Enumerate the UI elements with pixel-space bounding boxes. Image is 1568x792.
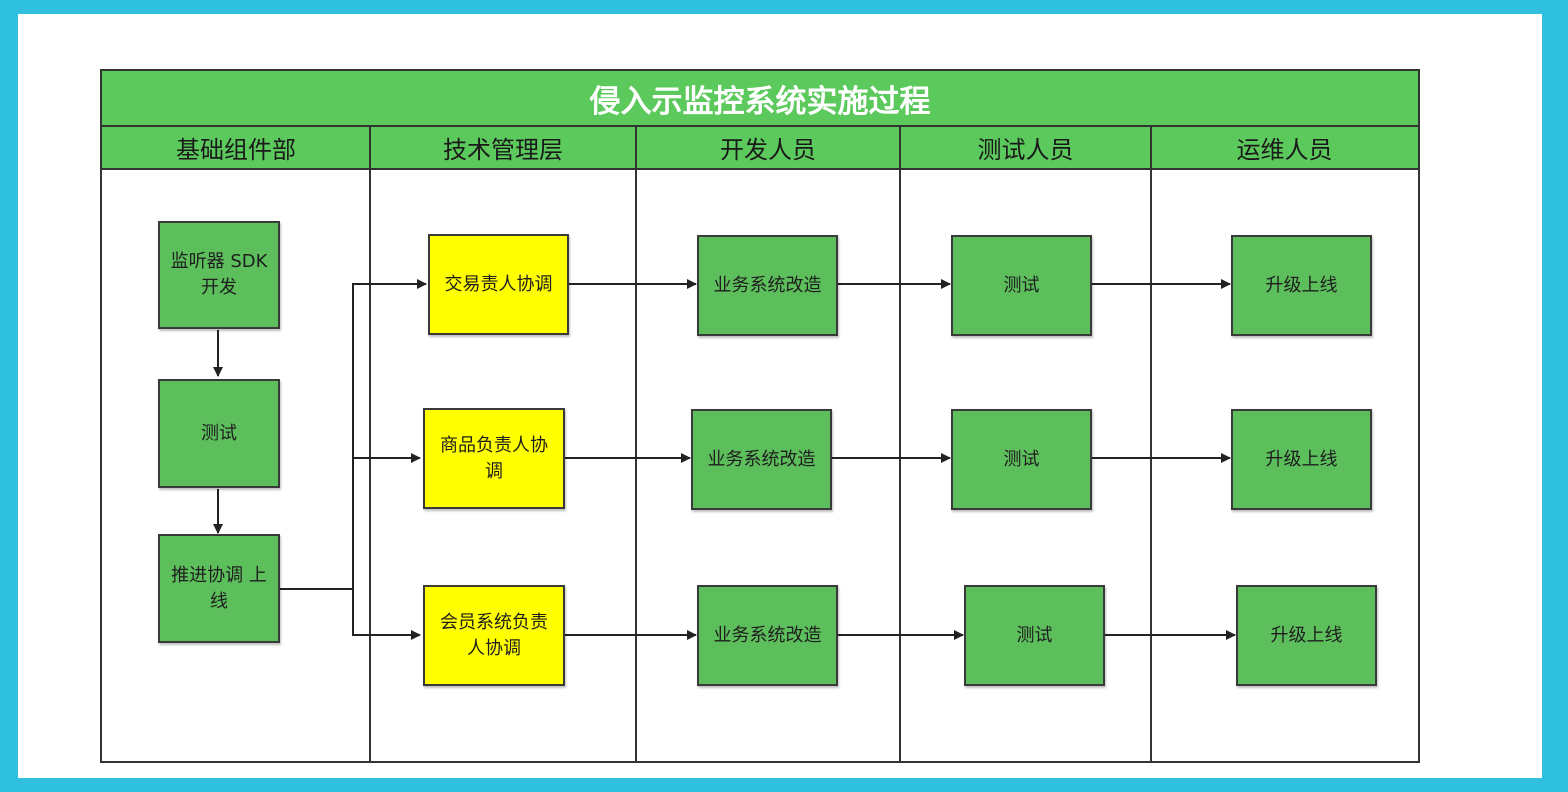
diagram-title: 侵入示监控系统实施过程 <box>102 71 1418 127</box>
node-test-1[interactable]: 测试 <box>951 235 1092 336</box>
lane-header-base-components: 基础组件部 <box>102 127 370 170</box>
node-upgrade-launch-2[interactable]: 升级上线 <box>1231 409 1372 510</box>
arrow-push-to-member <box>352 589 421 640</box>
lane-header-operations: 运维人员 <box>1151 127 1418 170</box>
node-goods-owner-coordination[interactable]: 商品负责人协调 <box>423 408 565 509</box>
node-upgrade-launch-1[interactable]: 升级上线 <box>1231 235 1372 336</box>
lane-divider <box>369 127 371 761</box>
arrow-push-to-trade <box>279 279 427 590</box>
node-trade-owner-coordination[interactable]: 交易责人协调 <box>428 234 569 335</box>
node-dev-system-refactor-3[interactable]: 业务系统改造 <box>697 585 838 686</box>
node-test-2[interactable]: 测试 <box>951 409 1092 510</box>
lane-divider <box>1150 127 1152 761</box>
swimlane-diagram: 侵入示监控系统实施过程 基础组件部 技术管理层 开发人员 测试人员 运维人员 <box>100 69 1420 763</box>
node-member-owner-coordination[interactable]: 会员系统负责人协调 <box>423 585 565 686</box>
lane-divider <box>899 127 901 761</box>
arrow-push-to-goods <box>352 453 421 589</box>
lane-header-developers: 开发人员 <box>636 127 900 170</box>
node-push-coordinate-launch[interactable]: 推进协调 上线 <box>158 534 280 643</box>
node-base-testing[interactable]: 测试 <box>158 379 280 488</box>
slide-canvas: 侵入示监控系统实施过程 基础组件部 技术管理层 开发人员 测试人员 运维人员 <box>18 14 1542 778</box>
lane-header-testers: 测试人员 <box>900 127 1151 170</box>
node-dev-system-refactor-1[interactable]: 业务系统改造 <box>697 235 838 336</box>
node-test-3[interactable]: 测试 <box>964 585 1105 686</box>
lane-divider <box>635 127 637 761</box>
lane-header-tech-management: 技术管理层 <box>370 127 636 170</box>
node-sdk-development[interactable]: 监听器 SDK开发 <box>158 221 280 329</box>
flow-connectors <box>213 279 1236 640</box>
node-upgrade-launch-3[interactable]: 升级上线 <box>1236 585 1377 686</box>
node-dev-system-refactor-2[interactable]: 业务系统改造 <box>691 409 832 510</box>
